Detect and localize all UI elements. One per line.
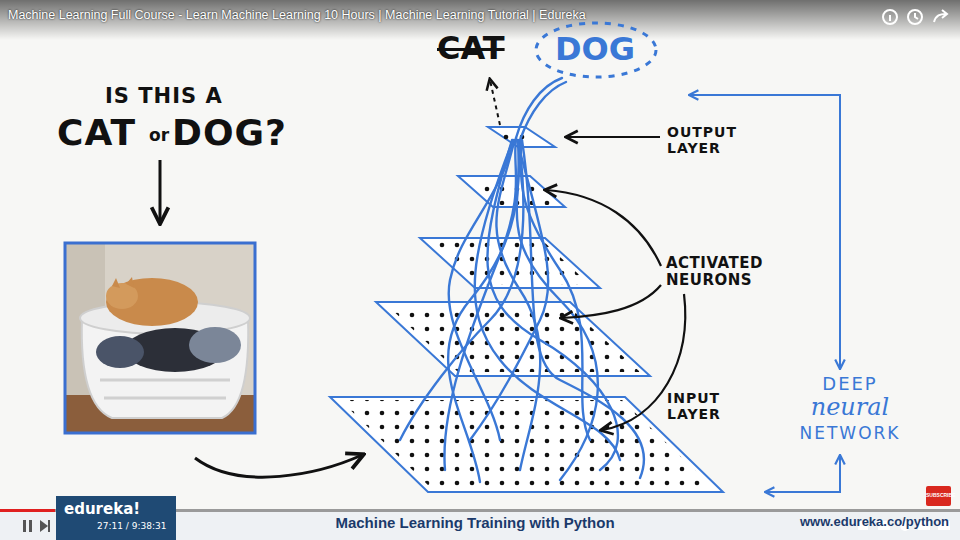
neuron-label: ACTIVATED NEURONS [666, 255, 778, 290]
down-arrow [159, 160, 162, 222]
layer-label: INPUT LAYER [667, 390, 739, 422]
question-word: or [149, 126, 169, 146]
network-label: NETWORK [780, 424, 920, 444]
footer-url: www.edureka.co/python [800, 515, 949, 530]
logo-text: edureka! [64, 500, 140, 518]
chosen-answer: DOG [555, 31, 635, 68]
leader-arrows [546, 137, 685, 430]
question-word: CAT [57, 112, 136, 153]
footer-caption: Machine Learning Training with Python [290, 514, 660, 531]
video-title: Machine Learning Full Course - Learn Mac… [8, 8, 586, 22]
network-label: neural [780, 394, 920, 422]
layer-label: OUTPUT LAYER [667, 124, 745, 156]
subscribe-text: SUBSCRIBE [926, 493, 951, 499]
rejected-answer: CAT [437, 30, 505, 67]
question-text: IS THIS A [105, 84, 223, 108]
player-icons [883, 10, 947, 24]
logo-box: edureka! [56, 496, 176, 540]
network-label: DEEP [780, 374, 920, 395]
question-word: DOG? [172, 112, 287, 153]
subscribe-badge [926, 486, 951, 506]
input-arrow [195, 455, 362, 477]
cat-photo [65, 243, 255, 433]
neuron-paths [400, 78, 644, 482]
rejected-arrow [490, 80, 500, 125]
highlight-burst [536, 23, 656, 77]
time-code: 27:11 / 9:38:31 [97, 521, 166, 531]
network-layers [330, 127, 723, 492]
progress-fill [0, 509, 55, 512]
